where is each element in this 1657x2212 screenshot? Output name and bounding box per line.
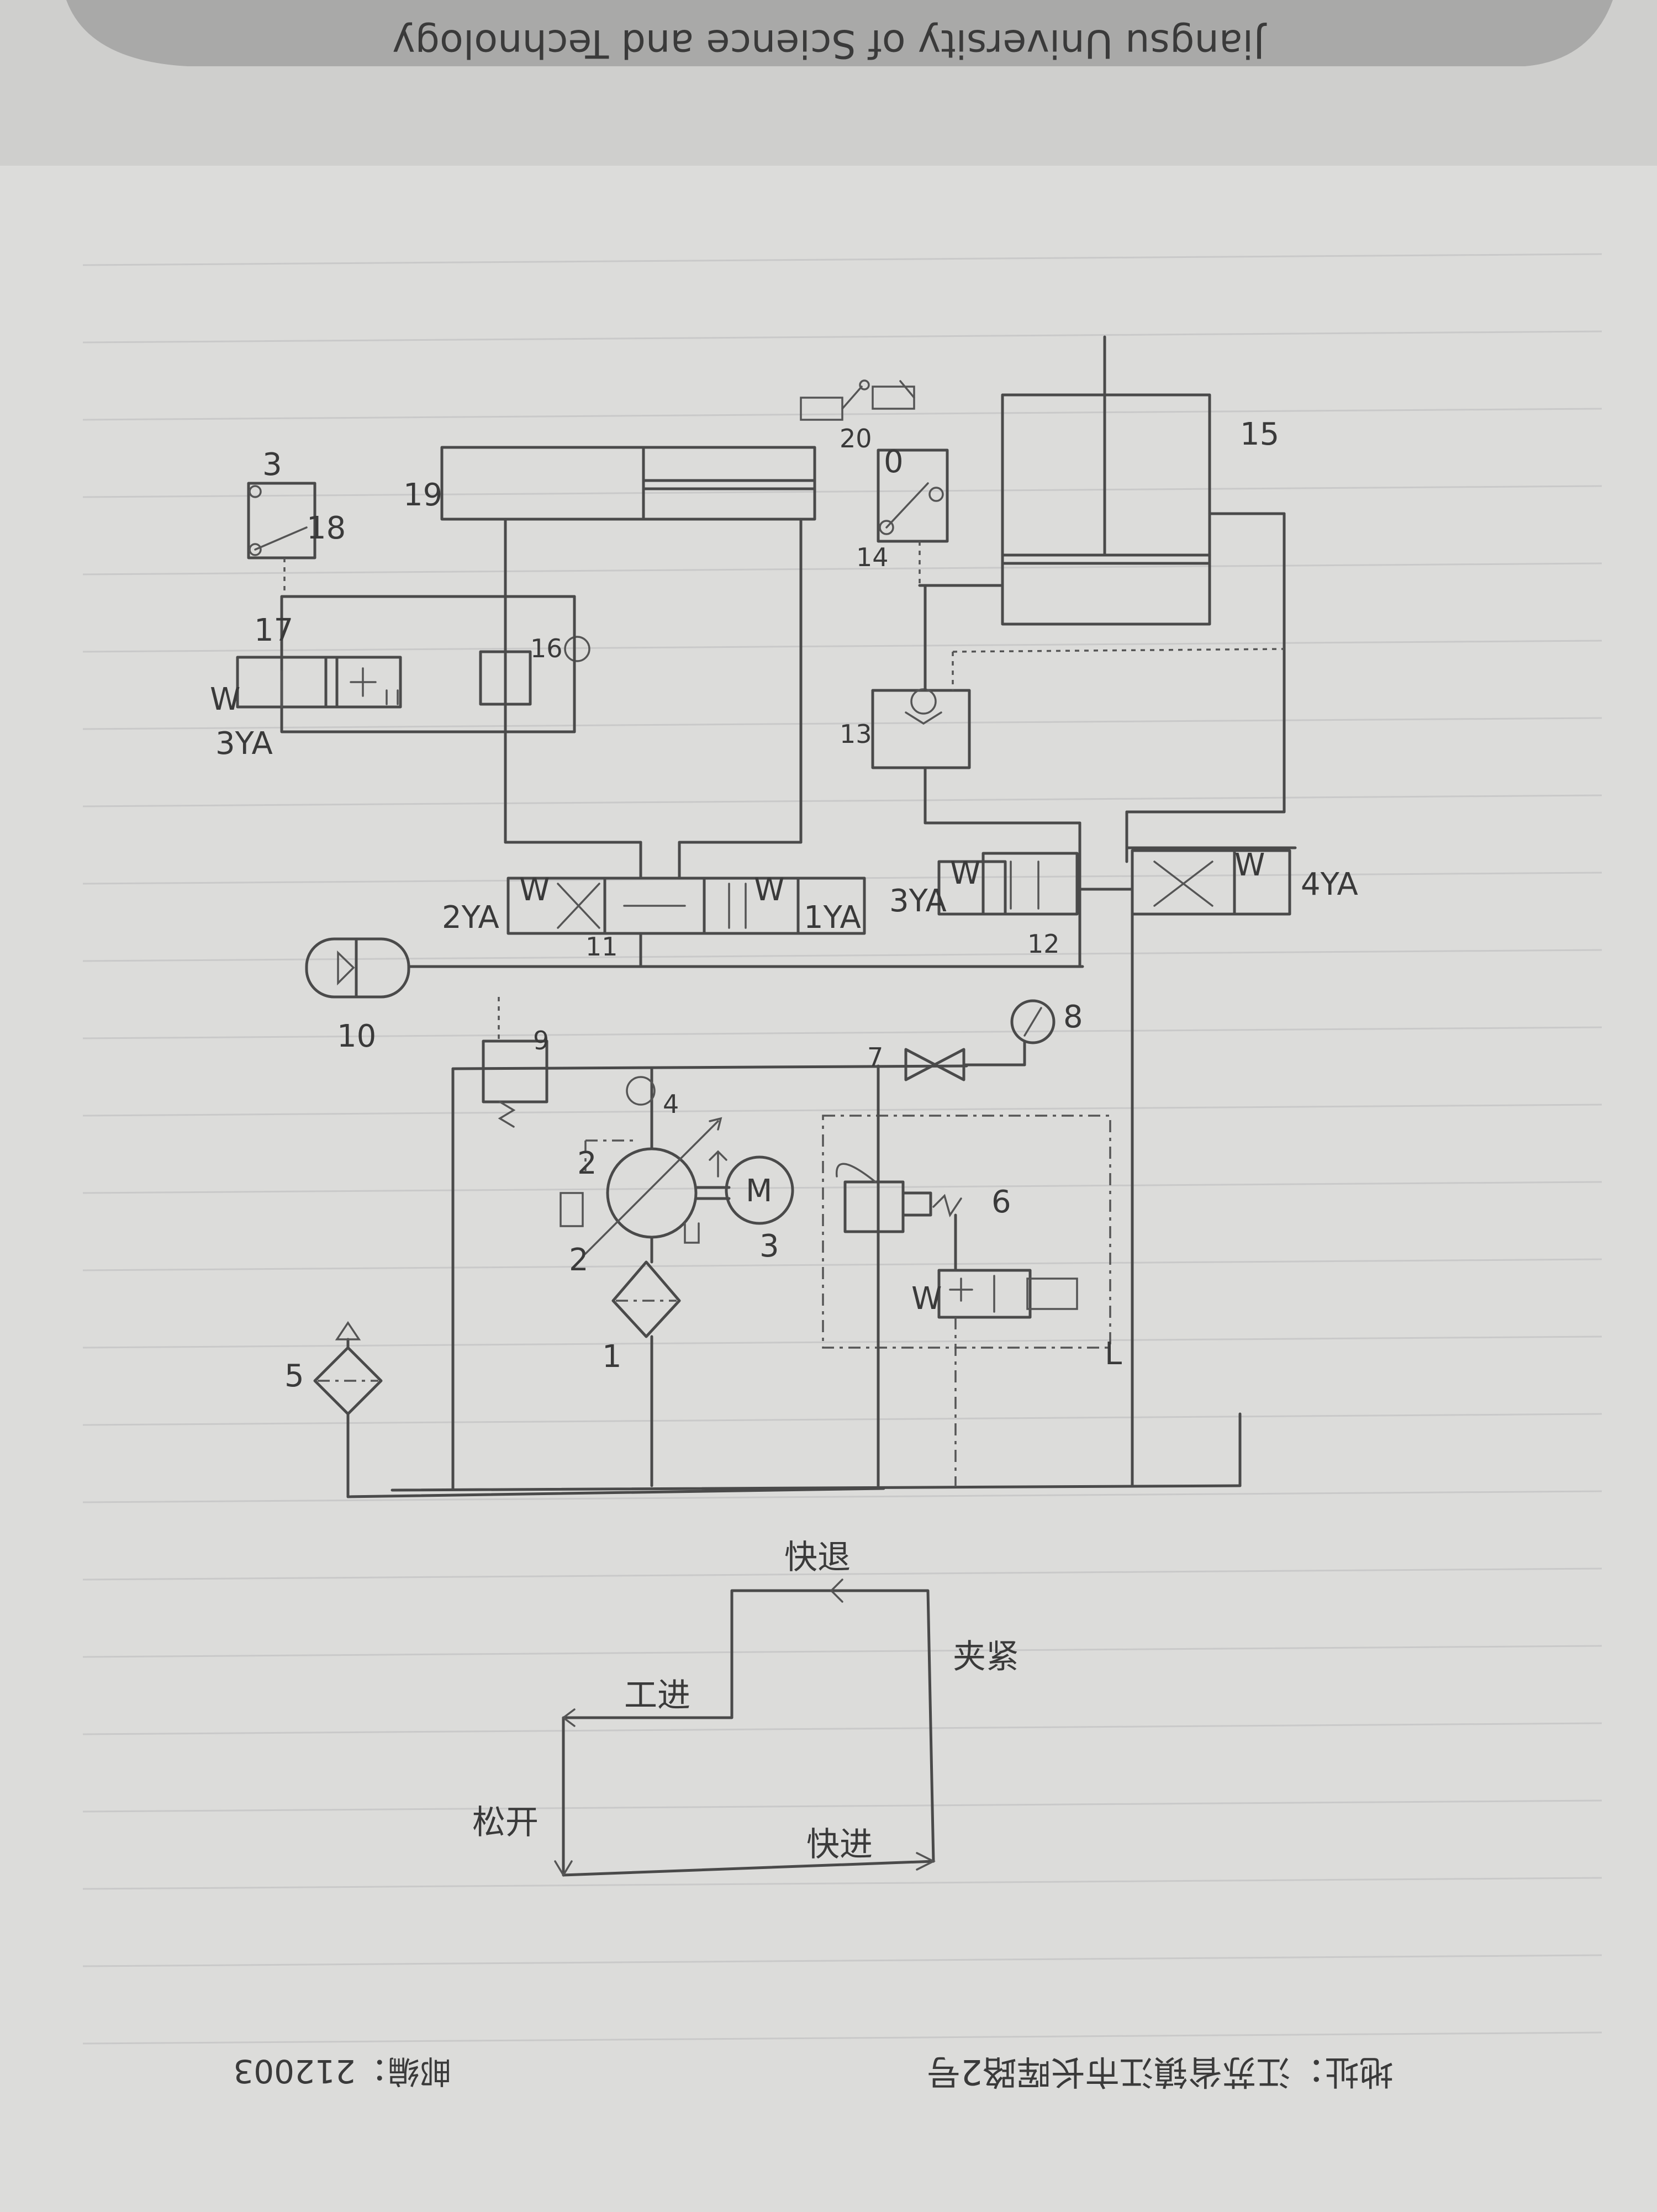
filter-1: 1 (602, 1236, 681, 1487)
cycle-fast-return: 快退 (784, 1538, 851, 1577)
cycle-clamp: 夹紧 (953, 1638, 1019, 1676)
label-switch-0: 0 (884, 444, 904, 480)
cylinder-19: 19 (403, 446, 816, 521)
spring-mark-12: W (950, 856, 980, 891)
label-14: 14 (856, 542, 889, 572)
label-16: 16 (530, 633, 563, 663)
label-15: 15 (1240, 416, 1279, 452)
label-13: 13 (840, 719, 872, 749)
pump-2: 2 2 (560, 1067, 722, 1278)
label-6-L: L (1105, 1336, 1122, 1372)
spring-mark-11b: W (754, 872, 784, 908)
spring-mark-17: W (210, 682, 240, 717)
air-filter-5: 5 (284, 1321, 383, 1498)
footer-mirror-text-2: 邮编：212003 (233, 2052, 451, 2090)
spring-mark-11a: W (519, 872, 550, 908)
label-19: 19 (403, 477, 442, 513)
label-2b: 2 (569, 1242, 589, 1278)
check-valve-13: 13 (840, 584, 1285, 863)
return-line (346, 1412, 1242, 1498)
label-7: 7 (867, 1042, 883, 1072)
accumulator-10: 10 (305, 937, 410, 1054)
directional-valve-12: W 3YA 12 (889, 852, 1134, 968)
label-17: 17 (254, 613, 293, 648)
valve-17-circuit: W 17 3YA 16 (210, 518, 590, 830)
label-1: 1 (602, 1339, 622, 1375)
spring-mark-6: W (911, 1281, 942, 1317)
label-5: 5 (284, 1358, 304, 1394)
footer-mirror-text: 地址：江苏省镇江市长晖路2号 (926, 2052, 1393, 2092)
cylinder-15: 15 (918, 335, 1286, 863)
unloading-valve-6: 6 W L (822, 1064, 1122, 1487)
throttle-valve-7: 7 (867, 1039, 1026, 1081)
directional-valve-11: W W 2YA 1YA 11 (442, 827, 866, 968)
spring-mark-4ya: W (1234, 847, 1265, 883)
label-switch-3: 3 (262, 447, 282, 483)
motor-label: M (746, 1173, 772, 1209)
pressure-gauge-8: 8 (1010, 999, 1083, 1044)
label-4: 4 (663, 1089, 679, 1119)
label-9: 9 (533, 1026, 549, 1055)
relief-valve-9: 9 (451, 997, 968, 1490)
working-cycle-diagram: 快退 夹紧 工进 松开 快进 (472, 1538, 1019, 1877)
label-20: 20 (840, 424, 872, 453)
label-18: 18 (307, 510, 346, 546)
label-12: 12 (1027, 929, 1060, 959)
cycle-release: 松开 (472, 1803, 539, 1842)
cycle-work-feed: 工进 (624, 1676, 690, 1715)
solenoid-3ya-right: 3YA (889, 883, 947, 919)
header-mirror-text: Jiangsu University of Science and Techno… (392, 21, 1267, 66)
label-3: 3 (759, 1228, 779, 1264)
pressure-switch-14: 0 14 (856, 444, 949, 585)
label-8: 8 (1063, 999, 1083, 1035)
directional-valve-4ya: W 4YA (1125, 846, 1358, 1487)
ruled-lines (82, 253, 1602, 2045)
pressure-switch-18: 3 18 (247, 447, 346, 596)
solenoid-4ya: 4YA (1301, 867, 1358, 902)
travel-switch-20: 20 (800, 379, 915, 453)
label-6: 6 (991, 1184, 1011, 1220)
solenoid-1ya: 1YA (804, 900, 861, 936)
motor-3: M 3 (694, 1150, 794, 1264)
label-2: 2 (577, 1145, 597, 1181)
label-10: 10 (337, 1018, 376, 1054)
pressure-gauge-4: 4 (626, 1076, 679, 1119)
cycle-fast-feed: 快进 (806, 1825, 873, 1864)
solenoid-3ya-left: 3YA (215, 726, 273, 762)
label-11: 11 (585, 932, 618, 962)
solenoid-2ya: 2YA (442, 900, 499, 936)
